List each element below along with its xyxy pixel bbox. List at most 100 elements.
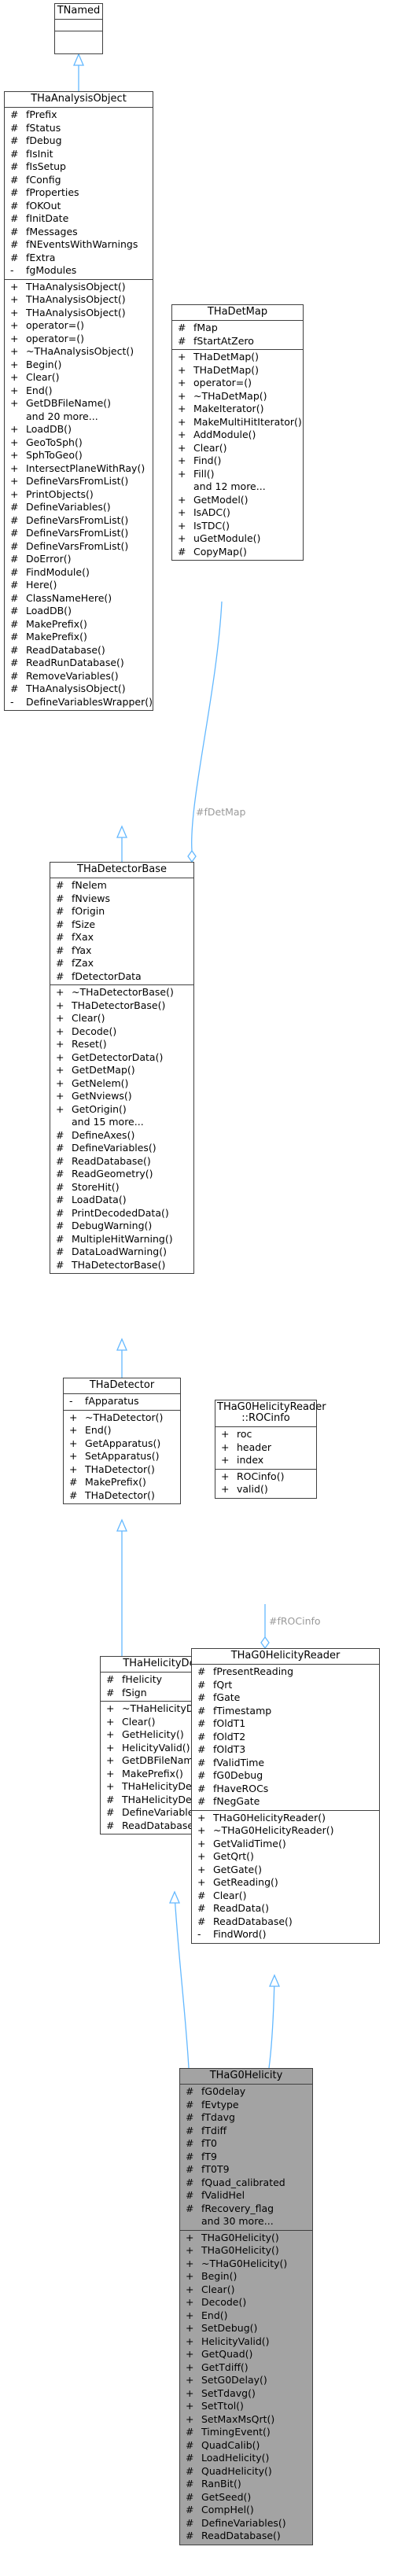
method-row[interactable]: #MakePrefix() <box>5 631 153 644</box>
method-row[interactable]: +GetDBFileName() <box>5 397 153 410</box>
method-row[interactable]: #ReadRunDatabase() <box>5 657 153 670</box>
method-row[interactable]: #ReadDatabase() <box>5 644 153 657</box>
method-row[interactable]: +uGetModule() <box>172 532 303 546</box>
attribute-row[interactable]: #fOrigin <box>50 905 193 918</box>
attribute-row[interactable]: +header <box>215 1441 316 1455</box>
attribute-row[interactable]: and 30 more... <box>180 2215 312 2228</box>
attribute-row[interactable]: #fExtra <box>5 252 153 265</box>
method-row[interactable]: +THaAnalysisObject() <box>5 293 153 307</box>
method-row[interactable]: +Clear() <box>5 371 153 385</box>
method-row[interactable]: +IntersectPlaneWithRay() <box>5 462 153 476</box>
attribute-row[interactable]: -fApparatus <box>64 1395 180 1408</box>
method-row[interactable]: #FindModule() <box>5 566 153 580</box>
method-row[interactable]: #DefineVarsFromList() <box>5 527 153 540</box>
method-row[interactable]: +IsADC() <box>172 506 303 520</box>
attribute-row[interactable]: #fTdiff <box>180 2125 312 2138</box>
method-row[interactable]: +SetTdavg() <box>180 2387 312 2401</box>
method-row[interactable]: #DefineVariables() <box>50 1142 193 1155</box>
method-row[interactable]: #ReadGeometry() <box>50 1168 193 1181</box>
attribute-row[interactable]: #fPrefix <box>5 109 153 122</box>
method-row[interactable]: +End() <box>180 2309 312 2323</box>
method-row[interactable]: +GetGate() <box>192 1864 379 1877</box>
method-row[interactable]: +GetValidTime() <box>192 1838 379 1851</box>
method-row[interactable]: #ReadDatabase() <box>192 1915 379 1929</box>
attribute-row[interactable]: #fT9 <box>180 2151 312 2164</box>
class-thahelicitydet[interactable]: THaHelicityDet#fHelicity#fSign+~THaHelic… <box>100 1656 223 1834</box>
method-row[interactable]: #QuadHelicity() <box>180 2465 312 2478</box>
class-tnamed[interactable]: TNamed <box>54 3 103 54</box>
method-row[interactable]: #ReadDatabase() <box>101 1820 222 1833</box>
method-row[interactable]: #DefineVariables() <box>101 1806 222 1820</box>
method-row[interactable]: #DefineVariables() <box>180 2517 312 2530</box>
method-row[interactable]: +GetHelicity() <box>101 1728 222 1742</box>
method-row[interactable]: +AddModule() <box>172 429 303 442</box>
method-row[interactable]: +THaDetectorBase() <box>50 999 193 1013</box>
method-row[interactable]: +GetReading() <box>192 1876 379 1890</box>
attribute-row[interactable]: #fSign <box>101 1687 222 1700</box>
method-row[interactable]: +THaG0Helicity() <box>180 2244 312 2258</box>
method-row[interactable]: +Decode() <box>180 2296 312 2309</box>
method-row[interactable]: +Clear() <box>180 2283 312 2297</box>
attribute-row[interactable]: #fGate <box>192 1691 379 1705</box>
method-row[interactable]: #QuadCalib() <box>180 2439 312 2453</box>
attribute-row[interactable]: #fConfig <box>5 174 153 187</box>
method-row[interactable]: #DefineVarsFromList() <box>5 540 153 554</box>
method-row[interactable]: #MakePrefix() <box>64 1476 180 1489</box>
attribute-row[interactable]: #fOldT2 <box>192 1731 379 1744</box>
class-thadetmap[interactable]: THaDetMap#fMap#fStartAtZero+THaDetMap()+… <box>171 304 304 561</box>
method-row[interactable]: +GetApparatus() <box>64 1437 180 1451</box>
attribute-row[interactable]: #fProperties <box>5 186 153 200</box>
attribute-row[interactable]: #fNelem <box>50 879 193 892</box>
method-row[interactable]: +operator=() <box>5 333 153 346</box>
method-row[interactable]: +GetOrigin() <box>50 1103 193 1117</box>
method-row[interactable]: +THaHelicityDet() <box>101 1780 222 1794</box>
attribute-row[interactable]: #fNEventsWithWarnings <box>5 238 153 252</box>
method-row[interactable]: +operator=() <box>172 377 303 390</box>
method-row[interactable]: +THaDetMap() <box>172 351 303 364</box>
attribute-row[interactable]: #fStatus <box>5 122 153 135</box>
method-row[interactable]: #THaDetectorBase() <box>50 1259 193 1272</box>
method-row[interactable]: #LoadDB() <box>5 605 153 618</box>
method-row[interactable]: +PrintObjects() <box>5 488 153 502</box>
method-row[interactable]: +DefineVarsFromList() <box>5 475 153 488</box>
method-row[interactable]: +Clear() <box>50 1012 193 1025</box>
method-row[interactable]: +SetApparatus() <box>64 1450 180 1463</box>
method-row[interactable]: #DoError() <box>5 553 153 566</box>
method-row[interactable]: +~THaDetMap() <box>172 390 303 403</box>
method-row[interactable]: #MakePrefix() <box>5 618 153 631</box>
method-row[interactable]: #RanBit() <box>180 2478 312 2491</box>
method-row[interactable]: +THaAnalysisObject() <box>5 281 153 294</box>
method-row[interactable]: +GetDetectorData() <box>50 1051 193 1065</box>
method-row[interactable]: +LoadDB() <box>5 423 153 436</box>
method-row[interactable]: +ROCinfo() <box>215 1470 316 1484</box>
method-row[interactable]: +IsTDC() <box>172 520 303 533</box>
method-row[interactable]: +SetMaxMsQrt() <box>180 2413 312 2427</box>
method-row[interactable]: #TimingEvent() <box>180 2426 312 2439</box>
attribute-row[interactable]: #fDebug <box>5 134 153 148</box>
method-row[interactable]: +Begin() <box>5 359 153 372</box>
method-row[interactable]: +End() <box>64 1424 180 1437</box>
method-row[interactable]: #ClassNameHere() <box>5 592 153 605</box>
method-row[interactable]: #THaAnalysisObject() <box>5 683 153 696</box>
method-row[interactable]: +Find() <box>172 454 303 468</box>
method-row[interactable]: +~THaDetectorBase() <box>50 986 193 999</box>
method-row[interactable]: +GetQuad() <box>180 2348 312 2361</box>
method-row[interactable]: +THaG0Helicity() <box>180 2232 312 2245</box>
method-row[interactable]: #Clear() <box>192 1890 379 1903</box>
attribute-row[interactable]: #fOldT3 <box>192 1743 379 1757</box>
class-thadetector[interactable]: THaDetector-fApparatus+~THaDetector()+En… <box>63 1378 181 1504</box>
method-row[interactable]: #DataLoadWarning() <box>50 1246 193 1259</box>
attribute-row[interactable]: -fgModules <box>5 264 153 278</box>
class-thadetectorbase[interactable]: THaDetectorBase#fNelem#fNviews#fOrigin#f… <box>50 862 194 1274</box>
method-row[interactable]: +SetTtol() <box>180 2400 312 2413</box>
method-row[interactable]: and 12 more... <box>172 480 303 494</box>
attribute-row[interactable]: #fG0delay <box>180 2085 312 2099</box>
attribute-row[interactable]: #fOKOut <box>5 200 153 213</box>
method-row[interactable]: +GetTdiff() <box>180 2361 312 2375</box>
method-row[interactable]: +Begin() <box>180 2270 312 2283</box>
attribute-row[interactable]: #fSize <box>50 918 193 932</box>
class-thaanalysisobject[interactable]: THaAnalysisObject#fPrefix#fStatus#fDebug… <box>4 91 153 711</box>
method-row[interactable]: +End() <box>5 385 153 398</box>
method-row[interactable]: #ReadData() <box>192 1902 379 1915</box>
attribute-row[interactable]: #fTimestamp <box>192 1705 379 1718</box>
